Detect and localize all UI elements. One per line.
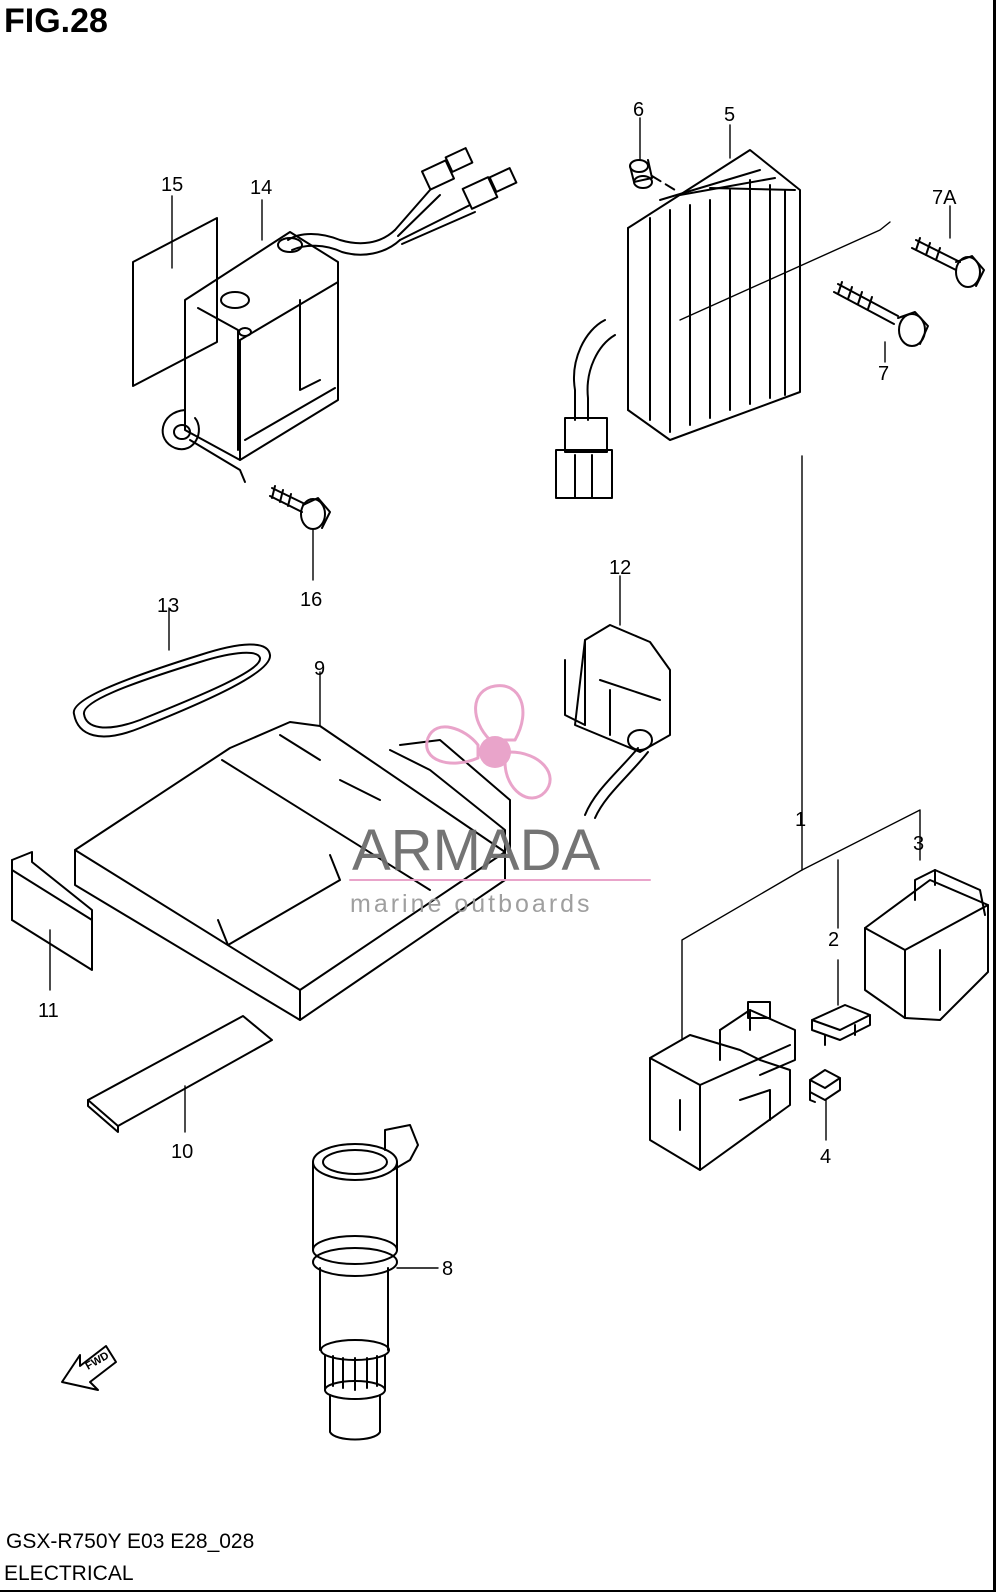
part-8-ignition-coil[interactable] <box>312 1124 419 1441</box>
callout-3: 3 <box>913 833 924 855</box>
callout-14: 14 <box>250 177 272 199</box>
part-9-ecm[interactable] <box>74 721 511 1021</box>
watermark-tagline: marine outboards <box>350 890 593 918</box>
callout-7a: 7A <box>932 187 957 209</box>
part-3-cover[interactable] <box>864 869 989 1021</box>
callout-5: 5 <box>724 104 735 126</box>
armada-watermark: ARMADA marine outboards <box>349 684 651 918</box>
callout-8: 8 <box>442 1258 453 1280</box>
part-14-control-unit[interactable] <box>161 147 518 483</box>
callout-6: 6 <box>633 99 644 121</box>
callout-9: 9 <box>314 658 325 680</box>
part-11-pad[interactable] <box>11 851 93 971</box>
part-10-pad[interactable] <box>87 1015 273 1133</box>
part-2-fuse[interactable] <box>811 1004 871 1046</box>
callout-16: 16 <box>300 589 322 611</box>
figure-title: FIG.28 <box>4 2 108 40</box>
part-16-screw[interactable] <box>269 485 331 530</box>
part-7a-bolt[interactable] <box>911 237 985 288</box>
part-5-regulator[interactable] <box>555 149 801 499</box>
part-6-collar[interactable] <box>629 159 676 191</box>
callout-11: 11 <box>38 1000 59 1022</box>
part-1-starter-relay[interactable] <box>649 1001 796 1171</box>
leader-lines <box>49 117 951 1269</box>
callout-10: 10 <box>171 1141 193 1163</box>
callout-13: 13 <box>157 595 179 617</box>
section-name: ELECTRICAL <box>4 1562 134 1585</box>
callout-12: 12 <box>609 557 631 579</box>
callout-4: 4 <box>820 1146 831 1168</box>
callout-7: 7 <box>878 363 889 385</box>
part-12-relay[interactable] <box>564 624 671 819</box>
callout-1: 1 <box>795 809 806 831</box>
part-4-screw[interactable] <box>809 1069 841 1103</box>
part-7-bolt[interactable] <box>833 281 929 347</box>
propeller-logo-icon <box>425 684 552 800</box>
fwd-arrow: FWD <box>61 1345 117 1391</box>
part-13-band[interactable] <box>72 643 271 738</box>
callouts: 1 2 3 4 5 6 7 7A 8 9 10 11 12 13 14 15 1… <box>38 99 957 1280</box>
model-code: GSX-R750Y E03 E28_028 <box>6 1530 255 1553</box>
part-15-pad[interactable] <box>132 217 218 387</box>
callout-2: 2 <box>828 929 839 951</box>
callout-15: 15 <box>161 174 183 196</box>
watermark-brand: ARMADA <box>352 818 600 883</box>
